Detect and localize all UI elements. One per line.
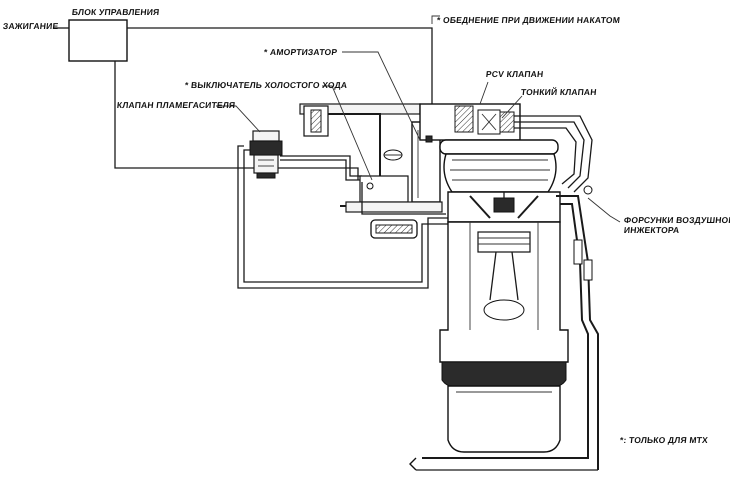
secondary-air-pipe-inner <box>514 121 585 189</box>
cylinder-head <box>447 191 561 223</box>
vacuum-pipe-left <box>361 182 446 215</box>
lean-on-coast-label: * ОБЕДНЕНИЕ ПРИ ДВИЖЕНИИ НАКАТОМ <box>436 15 620 25</box>
fine-valve-label: ТОНКИЙ КЛАПАН <box>520 87 598 97</box>
leader-flame-valve <box>216 105 261 133</box>
asterisk-marker: * <box>436 15 442 25</box>
flame-arrester-valve-icon <box>249 130 283 179</box>
air-injector-nozzles-label-1: ФОРСУНКИ ВОЗДУШНОГО <box>623 215 730 225</box>
air-cleaner-housing <box>439 139 559 193</box>
control-unit-label: БЛОК УПРАВЛЕНИЯ <box>71 7 160 17</box>
leader-idle-switch <box>322 85 373 181</box>
secondary-air-pipe-outer <box>514 115 593 193</box>
damper-text: АМОРТИЗАТОР <box>269 47 338 57</box>
asterisk-marker: * <box>263 47 269 57</box>
idle-switch-label: * ВЫКЛЮЧАТЕЛЬ ХОЛОСТОГО ХОДА <box>184 80 347 90</box>
flame-arrester-valve-label: КЛАПАН ПЛАМЕГАСИТЕЛЯ <box>116 100 236 110</box>
control-wire-to-idle-switch <box>114 61 359 180</box>
leader-damper <box>342 51 421 141</box>
leader-pcv <box>479 81 489 105</box>
leader-lean-on-coast <box>431 15 440 24</box>
air-injector-union <box>583 185 593 195</box>
leader-air-injector <box>587 197 621 223</box>
air-filter-element <box>370 219 418 239</box>
idle-switch-text: ВЫКЛЮЧАТЕЛЬ ХОЛОСТОГО ХОДА <box>190 80 348 90</box>
exhaust-pipe <box>409 195 599 471</box>
intake-body <box>299 103 443 213</box>
ignition-label: ЗАЖИГАНИЕ <box>2 21 59 31</box>
leader-fine-valve <box>501 95 523 119</box>
hose-flame-valve-to-intake <box>280 159 360 181</box>
secondary-air-pipe-inner2 <box>514 127 577 185</box>
hose-flame-valve-down <box>237 145 448 289</box>
upper-plenum <box>419 103 521 143</box>
asterisk-marker: * <box>184 80 190 90</box>
engine-block <box>439 221 569 363</box>
pcv-valve-label: PCV КЛАПАН <box>485 69 544 79</box>
mtx-only-note: *: ТОЛЬКО ДЛЯ МТХ <box>619 435 709 445</box>
hose-flame-valve-to-intake-b <box>280 155 362 177</box>
control-wire-to-solenoid <box>127 27 433 106</box>
lean-on-coast-text: ОБЕДНЕНИЕ ПРИ ДВИЖЕНИИ НАКАТОМ <box>442 15 621 25</box>
air-injector-nozzles-label-2: ИНЖЕКТОРА <box>623 225 680 235</box>
oil-pan <box>441 361 567 453</box>
control-unit-box <box>68 19 128 62</box>
hose-flame-valve-down-inner <box>243 149 448 283</box>
damper-label: * АМОРТИЗАТОР <box>263 47 337 57</box>
